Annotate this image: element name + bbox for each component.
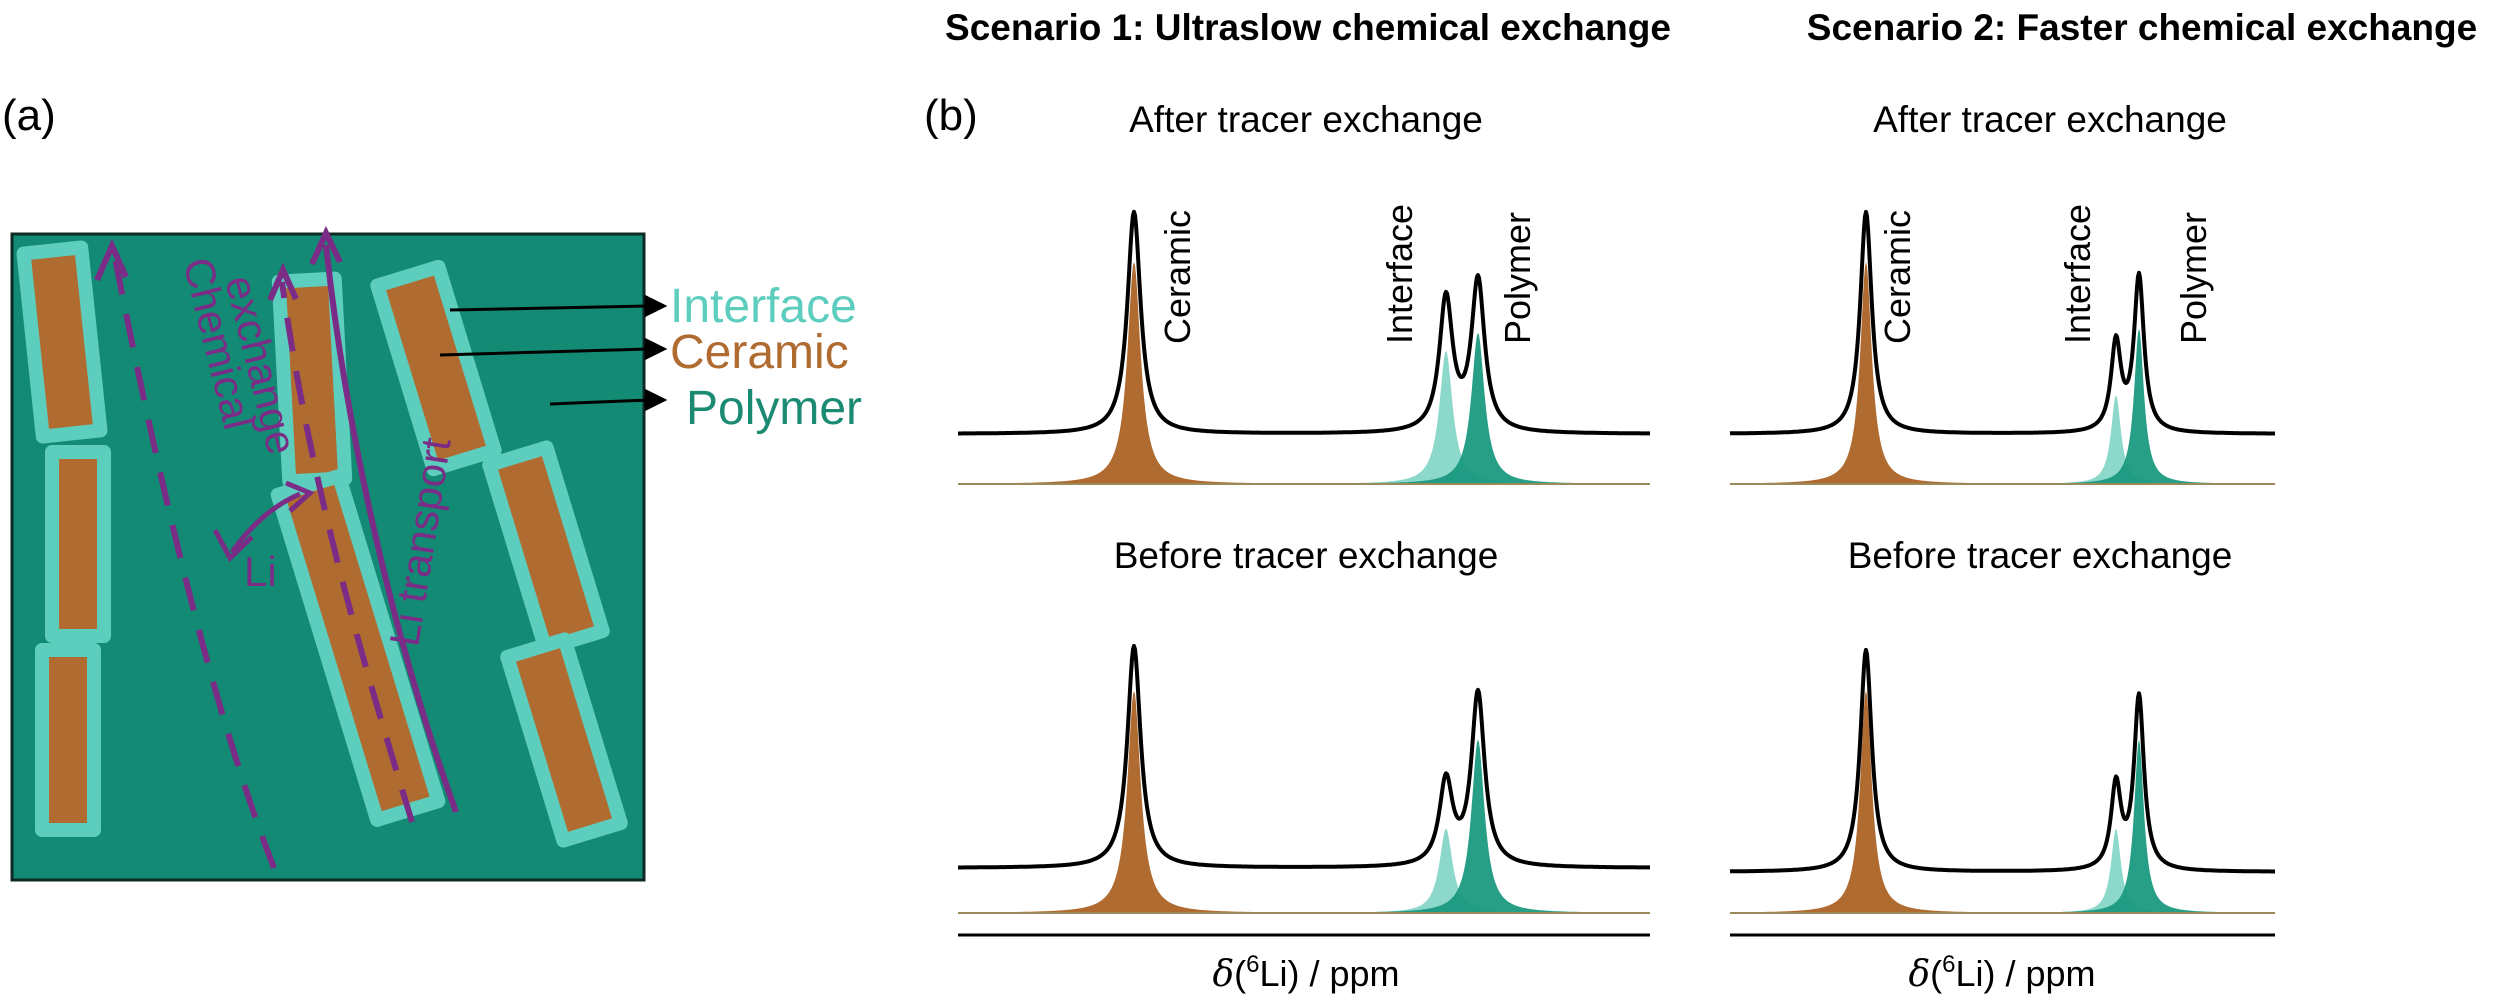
ceramic-particle [35,643,101,837]
li-pathways [94,225,459,870]
ceramic-legend-label: Ceramic [670,326,849,379]
spectrum-s2-after [1729,209,2276,485]
polymer-peak-fill [1730,739,2275,913]
ceramic-particles [16,240,628,848]
s2-before-title: Before tracer exchange [1848,535,2233,576]
s1-polymer-peak-label: Polymer [1497,212,1538,344]
s1-interface-peak-label: Interface [1379,204,1420,344]
li-exchange-arc [229,491,301,554]
s2-polymer-peak-label: Polymer [2173,212,2214,344]
polymer-legend-label: Polymer [686,382,862,435]
ceramic-pointer-head [644,337,668,361]
particle-dashed-arrowhead [267,262,299,302]
s1-after-title: After tracer exchange [1129,99,1483,140]
ceramic-pointer [439,347,651,357]
panel-a-tag: (a) [2,91,56,140]
ceramic-peak-fill [1730,691,2275,913]
ceramic-peak-fill [958,262,1650,484]
s2-ceramic-peak-label: Ceramic [1877,210,1918,344]
spectrum-s1-before [957,643,1651,914]
chemical-exchange-arrowhead [94,238,129,282]
legend-pointers [439,294,668,412]
s2-interface-peak-label: Interface [2057,204,2098,344]
polymer-peak-fill [958,333,1650,484]
ceramic-particle [500,632,628,848]
summed-spectrum-line [1729,209,2276,436]
composite-schematic: Chemical exchange Li Li transport Interf… [10,225,862,882]
li-transport-path [323,244,459,814]
interface-legend-label: Interface [670,280,857,333]
polymer-peak-fill [1730,328,2275,484]
s1-before-title: Before tracer exchange [1114,535,1499,576]
interface-pointer-head [644,294,668,318]
li-exchange-arrowhead [212,528,254,563]
ceramic-particle [45,445,111,643]
ceramic-particle [16,240,108,444]
interface-peak-fill [1730,395,2275,484]
polymer-peak-fill [958,739,1650,913]
ceramic-peak-fill [1730,262,2275,484]
li-exchange-arrowhead [285,480,315,513]
s2-axis-label: δ(6Li) / ppm [1908,951,2095,995]
polymer-pointer-head [644,388,668,412]
summed-spectrum-line [1729,647,2276,874]
li-label: Li [244,548,277,595]
ceramic-particle [482,440,610,656]
interface-pointer [449,304,651,312]
s2-after-title: After tracer exchange [1873,99,2227,140]
ceramic-particle [370,259,502,477]
spectrum-s1-after [957,209,1651,485]
interface-peak-fill [958,828,1650,913]
particle-dashed-path [279,281,415,823]
chemical-exchange-path [112,257,277,870]
scenario-2-heading: Scenario 2: Faster chemical exchange [1807,7,2477,48]
s1-ceramic-peak-label: Ceramic [1157,210,1198,344]
interface-peak-fill [958,350,1650,484]
scenario-1-heading: Scenario 1: Ultraslow chemical exchange [945,7,1671,48]
li-transport-arrowhead [309,225,343,266]
ceramic-peak-fill [958,691,1650,913]
summed-spectrum-line [957,643,1651,870]
panel-b-tag: (b) [924,91,978,140]
spectrum-s2-before [1729,647,2276,914]
summed-spectrum-line [957,209,1651,436]
polymer-pointer [549,398,651,406]
s1-axis-label: δ(6Li) / ppm [1212,951,1399,995]
